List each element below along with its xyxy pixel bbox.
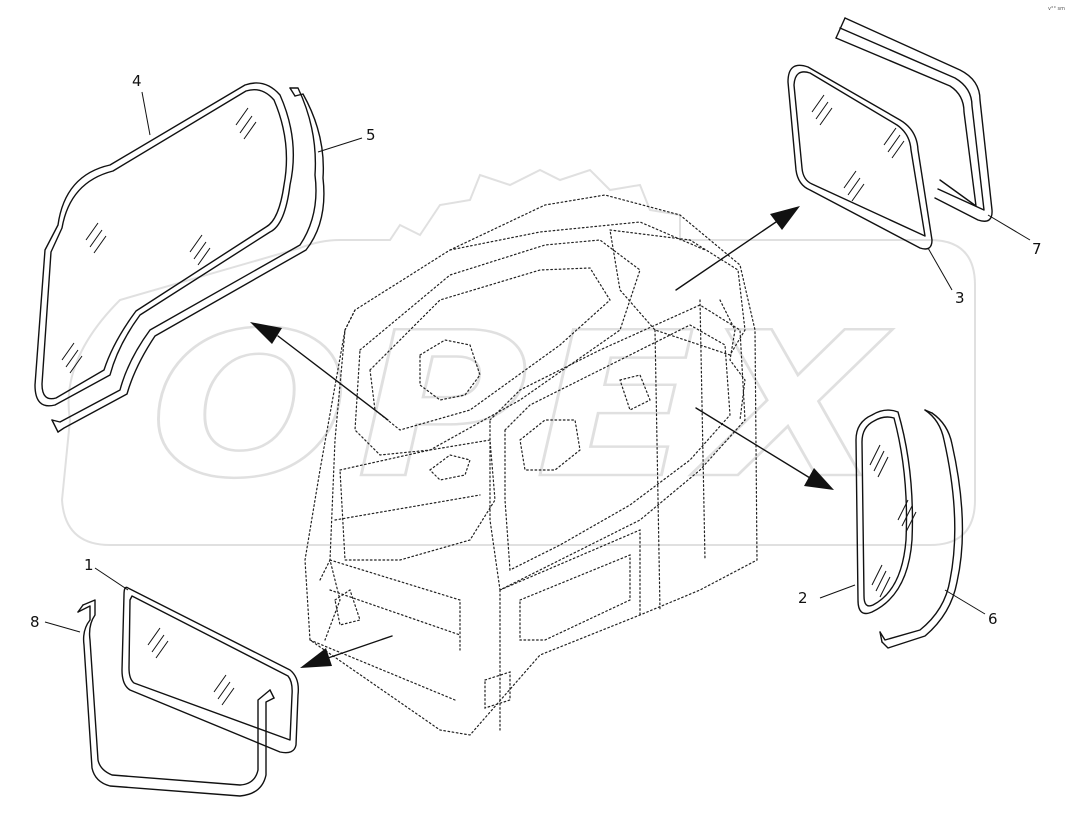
seal-left [51,87,325,433]
arrow-head-bottom-left [300,648,332,668]
callout-4: 4 [132,72,142,90]
corner-code: v°° sm [1048,6,1065,12]
arrow-head-top-right [770,206,800,230]
cab-frame [304,194,758,736]
seal-right-rear [835,17,993,222]
glass-hatch-marks-2 [869,444,917,598]
glass-hatch-marks-1 [147,627,235,706]
callout-8: 8 [30,613,40,631]
callout-2: 2 [798,589,808,607]
arrow-head-right [804,468,834,490]
lower-front-glass [121,586,300,754]
glass-hatch-marks-3 [811,94,905,202]
door-glass-right [855,409,914,615]
arrow-head-left [250,322,282,344]
leader-lines [44,91,1031,633]
side-glass-left [34,82,294,407]
callout-1: 1 [84,556,94,574]
callout-labels: 1 2 3 4 5 6 7 8 [30,72,1042,631]
seal-right-front [879,409,964,649]
opex-watermark: OPEX [60,168,976,546]
callout-3: 3 [955,289,965,307]
callout-6: 6 [988,610,998,628]
callout-5: 5 [366,126,376,144]
lower-front-seal [77,599,275,797]
glass-hatch-marks-4 [61,107,257,374]
rear-glass-right [787,64,933,250]
callout-7: 7 [1032,240,1042,258]
assembly-arrows [250,206,834,668]
